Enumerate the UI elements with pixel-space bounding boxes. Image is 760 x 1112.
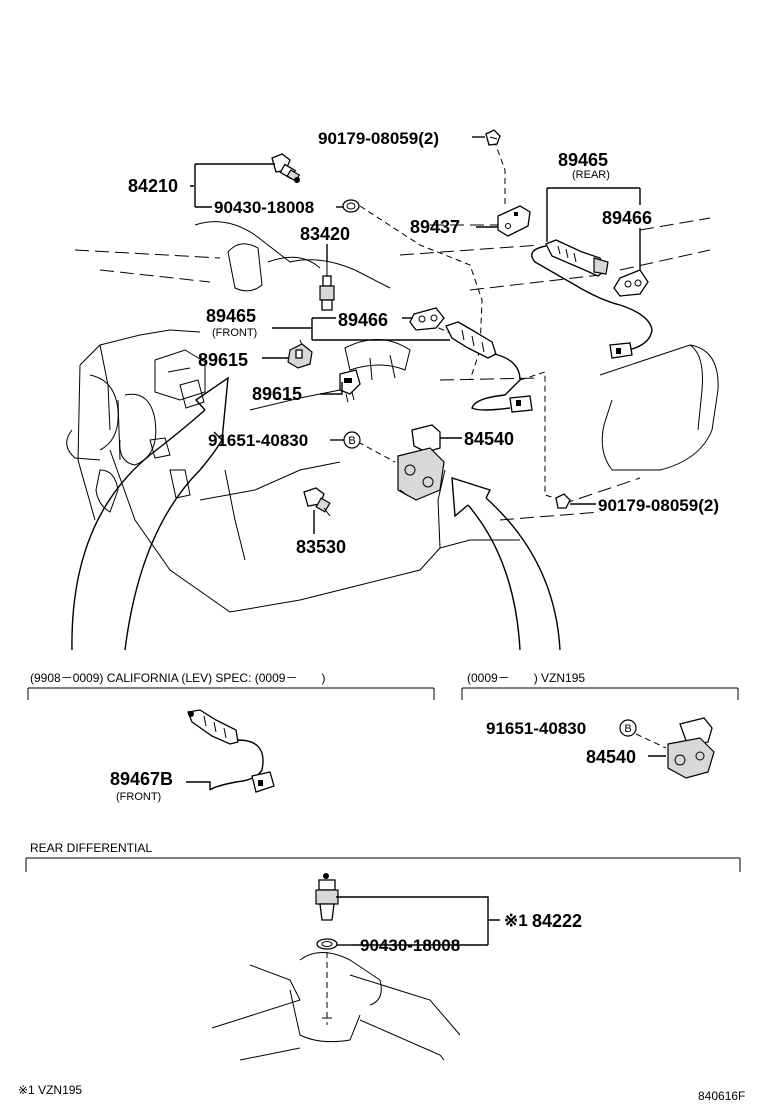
- bracket-89437-icon: [497, 205, 531, 237]
- footnote: ※1 VZN195: [18, 1083, 82, 1097]
- label-89615-b: 89615: [252, 384, 302, 404]
- bolt-lower-icon: [555, 493, 571, 509]
- diagram-code: 840616F: [698, 1089, 745, 1103]
- diff-sensor-icon: [315, 873, 339, 921]
- label-84210: 84210: [128, 176, 178, 196]
- label-throttle-sensor: 84540: [464, 429, 514, 449]
- rear-differential-section: REAR DIFFERENTIAL ※1 84222 90430-18008: [25, 841, 741, 1061]
- front-oxygen-sensor-icon: [445, 321, 533, 413]
- switch-84210-icon: [271, 153, 301, 183]
- pointer-arrow-right-icon: [451, 477, 561, 651]
- california-section-title: (9908－0009) CALIFORNIA (LEV) SPEC: (0009…: [30, 671, 325, 685]
- pointer-arrow-left-icon: [71, 376, 229, 651]
- sensor-83420-icon: [319, 262, 335, 311]
- bolt-upper-icon: [485, 129, 501, 146]
- alt-screw-marker-badge: B: [619, 719, 637, 737]
- rear-gasket-icon: [613, 269, 649, 297]
- alt-oxygen-sensor-icon: [187, 709, 275, 793]
- label-alt-o2-sub: (FRONT): [116, 791, 161, 803]
- solid-leaders: [190, 136, 641, 534]
- knock-sensor-b-icon: [339, 369, 361, 403]
- label-89615-a: 89615: [198, 350, 248, 370]
- label-83420: 83420: [300, 224, 350, 244]
- label-bolt-upper: 90179-08059(2): [318, 129, 439, 148]
- engine-outline: [66, 217, 719, 613]
- diff-gasket-icon: [316, 938, 338, 950]
- label-o2-rear-sub: (REAR): [572, 169, 610, 181]
- vzn195-section-title: (0009－ ) VZN195: [467, 671, 585, 685]
- alt-screw-marker-letter: B: [624, 723, 631, 735]
- label-bracket: 89437: [410, 217, 460, 237]
- rear-diff-section-title: REAR DIFFERENTIAL: [30, 841, 152, 855]
- label-gasket-rear: 89466: [602, 208, 652, 228]
- label-83530: 83530: [296, 537, 346, 557]
- california-section: (9908－0009) CALIFORNIA (LEV) SPEC: (0009…: [27, 671, 435, 803]
- label-diff-sensor-note: ※1: [504, 911, 528, 930]
- vzn195-section: (0009－ ) VZN195 91651-40830 B 84540: [461, 671, 739, 779]
- label-diff-gasket: 90430-18008: [360, 936, 460, 955]
- label-gasket-front: 89466: [338, 310, 388, 330]
- label-o2-front: 89465: [206, 306, 256, 326]
- sensor-83530-icon: [303, 487, 331, 517]
- throttle-position-sensor-icon: [397, 424, 445, 501]
- dashed-leaders: [357, 139, 563, 501]
- label-screw: 91651-40830: [208, 431, 308, 450]
- label-bolt-lower: 90179-08059(2): [598, 496, 719, 515]
- label-o2-front-sub: (FRONT): [212, 327, 257, 339]
- label-alt-throttle-sensor: 84540: [586, 747, 636, 767]
- knock-sensor-a-icon: [287, 343, 313, 369]
- alt-throttle-sensor-icon: [667, 717, 715, 779]
- label-o2-rear: 89465: [558, 150, 608, 170]
- label-gasket-upper: 90430-18008: [214, 198, 314, 217]
- screw-marker-letter: B: [348, 435, 355, 447]
- label-alt-o2: 89467B: [110, 769, 173, 789]
- label-alt-screw: 91651-40830: [486, 719, 586, 738]
- rear-oxygen-sensor-icon: [531, 239, 653, 359]
- screw-marker-badge: B: [343, 431, 361, 449]
- gasket-ring-icon: [342, 199, 360, 213]
- label-diff-sensor: 84222: [532, 911, 582, 931]
- front-gasket-icon: [409, 307, 445, 331]
